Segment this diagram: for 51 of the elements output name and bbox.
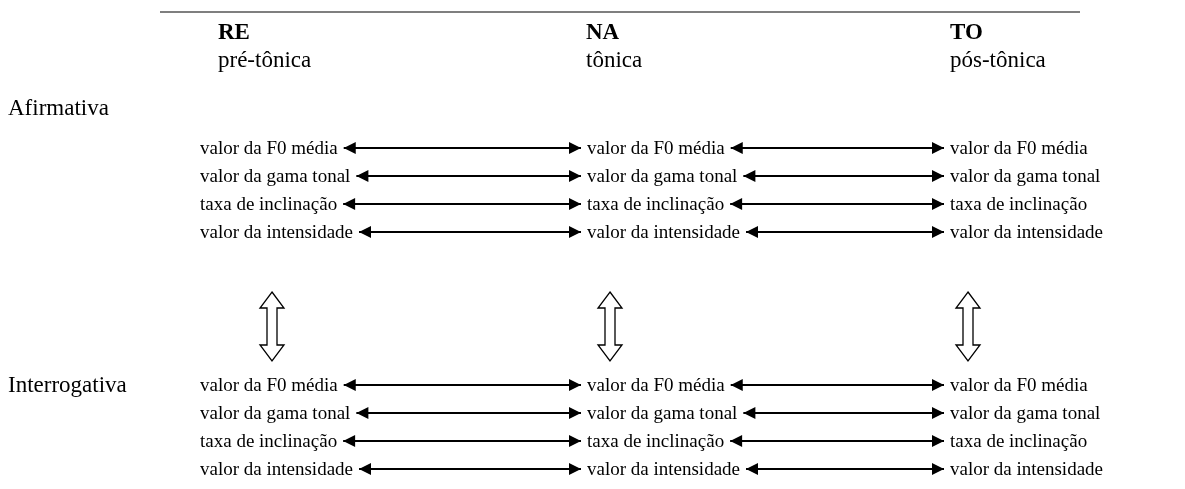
double-arrow (342, 142, 582, 154)
row-text: valor da F0 média (587, 136, 725, 160)
double-arrow (729, 142, 945, 154)
row-text: taxa de inclinação (587, 192, 725, 216)
row-text: taxa de inclinação (587, 429, 725, 453)
row-text: valor da intensidade (587, 220, 740, 244)
row-text: taxa de inclinação (200, 192, 338, 216)
row-text: valor da F0 média (950, 373, 1088, 397)
double-arrow (729, 379, 945, 391)
double-arrow (342, 198, 582, 210)
row-text: valor da gama tonal (950, 401, 1101, 425)
row-heading: Interrogativa (8, 371, 127, 399)
double-arrow (342, 379, 582, 391)
column-heading: NA (586, 18, 620, 46)
row-text: valor da gama tonal (200, 164, 351, 188)
row-text: valor da F0 média (200, 373, 338, 397)
double-arrow (742, 407, 945, 419)
double-arrow (355, 170, 582, 182)
double-arrow (729, 435, 945, 447)
double-arrow (355, 407, 582, 419)
column-heading: RE (218, 18, 250, 46)
double-arrow (742, 170, 945, 182)
column-subheading: pós-tônica (950, 46, 1046, 74)
hollow-double-arrow (954, 290, 982, 363)
hollow-double-arrow (596, 290, 624, 363)
double-arrow (745, 226, 945, 238)
row-text: taxa de inclinação (950, 429, 1088, 453)
double-arrow (342, 435, 582, 447)
row-heading: Afirmativa (8, 94, 109, 122)
row-text: valor da intensidade (950, 220, 1103, 244)
row-text: valor da intensidade (587, 457, 740, 481)
row-text: valor da F0 média (950, 136, 1088, 160)
row-text: valor da F0 média (587, 373, 725, 397)
row-text: valor da gama tonal (200, 401, 351, 425)
column-heading: TO (950, 18, 983, 46)
double-arrow (358, 226, 582, 238)
double-arrow (729, 198, 945, 210)
hollow-double-arrow (258, 290, 286, 363)
double-arrow (358, 463, 582, 475)
column-subheading: tônica (586, 46, 643, 74)
row-text: valor da gama tonal (587, 401, 738, 425)
row-text: valor da gama tonal (950, 164, 1101, 188)
row-text: valor da intensidade (950, 457, 1103, 481)
double-arrow (745, 463, 945, 475)
row-text: valor da F0 média (200, 136, 338, 160)
row-text: valor da gama tonal (587, 164, 738, 188)
row-text: taxa de inclinação (200, 429, 338, 453)
row-text: valor da intensidade (200, 220, 353, 244)
row-text: valor da intensidade (200, 457, 353, 481)
column-subheading: pré-tônica (218, 46, 312, 74)
row-text: taxa de inclinação (950, 192, 1088, 216)
